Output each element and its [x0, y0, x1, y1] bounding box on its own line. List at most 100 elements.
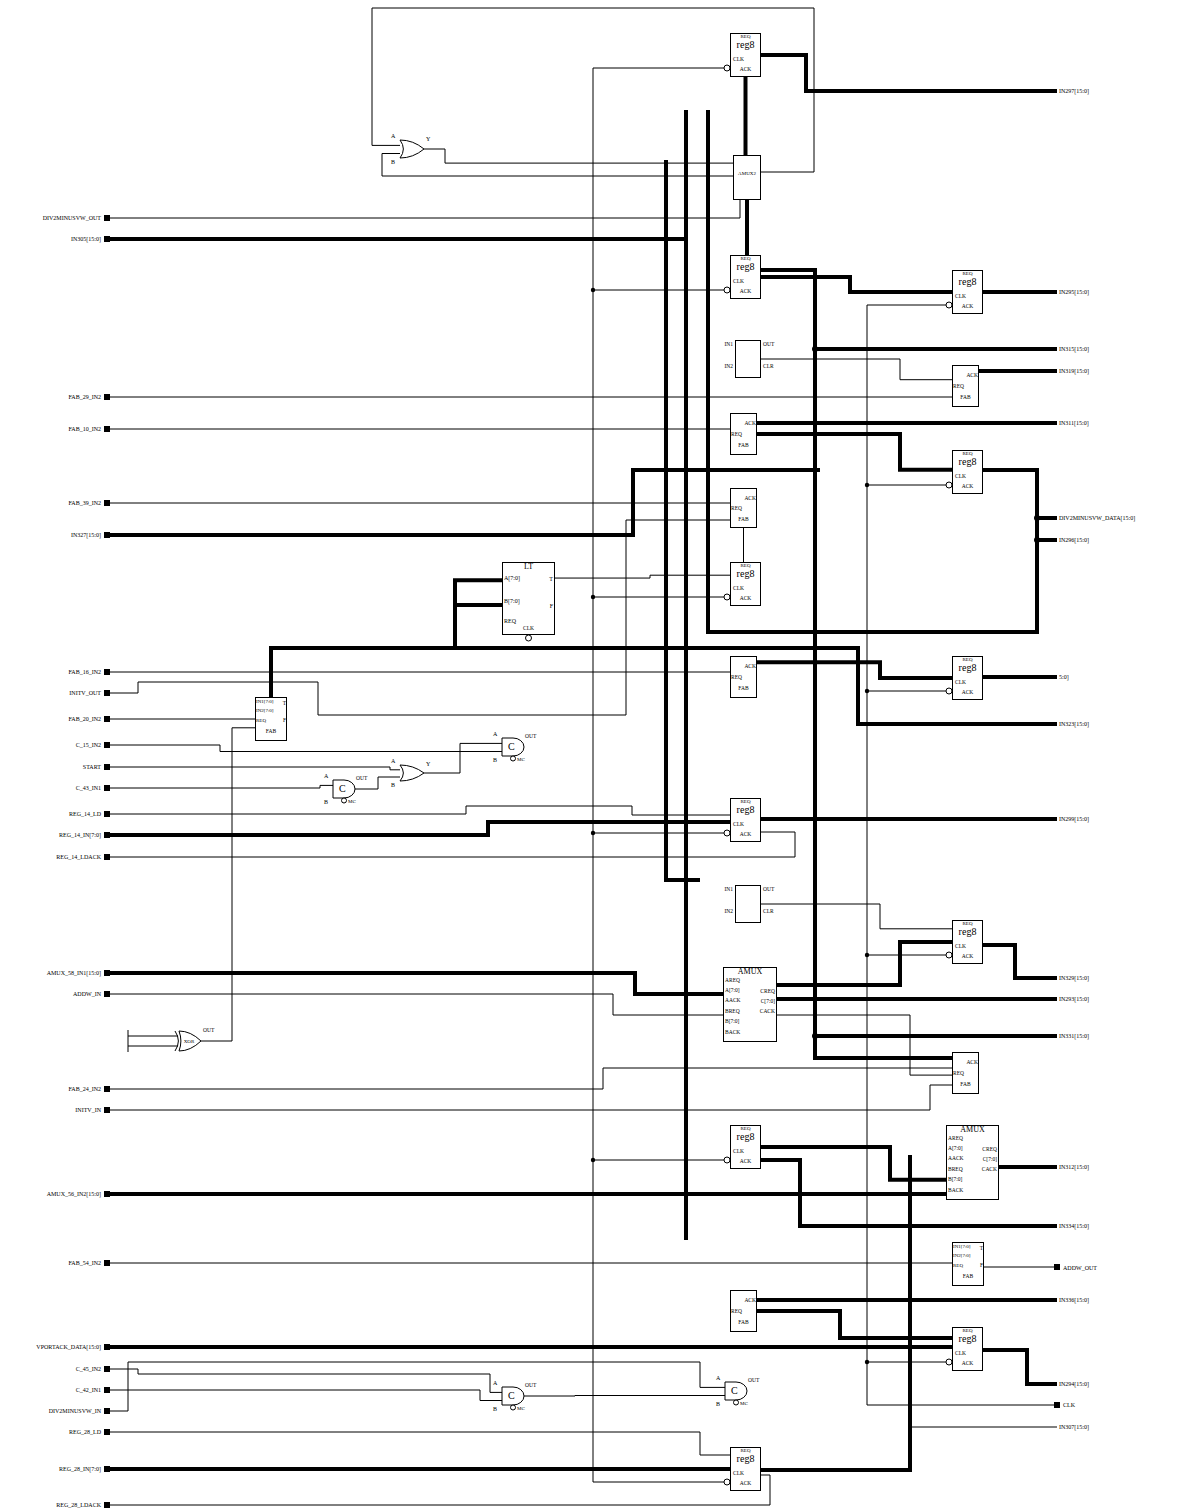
wire-connector: [201, 728, 255, 1041]
bus: [757, 421, 1057, 425]
block-outline: [953, 657, 983, 700]
pin-label: FAB: [738, 443, 748, 449]
wire: [984, 1267, 1054, 1268]
wire: [110, 745, 502, 752]
bus-connector: [757, 1311, 952, 1338]
pin-label: OUT: [203, 1028, 214, 1034]
component-label: IN1[7:0]: [953, 1244, 971, 1249]
bus: [666, 160, 700, 880]
pin-label: CLK: [955, 680, 966, 686]
block-outline: [947, 1126, 999, 1200]
junction-dot: [865, 483, 869, 487]
component-label: IN1[7:0]: [256, 699, 274, 704]
pin-label: CLK: [733, 279, 744, 285]
bus: [1037, 518, 1057, 540]
wire: [110, 1432, 730, 1455]
bus: [455, 603, 502, 607]
pin-label: REQ: [504, 618, 516, 624]
xor-gate: XOROUT: [175, 1031, 201, 1051]
port-name: C_43_IN1: [76, 785, 101, 791]
block-outline: [731, 414, 757, 455]
pin-label: B[7:0]: [504, 598, 520, 604]
pin-label: T: [283, 701, 286, 707]
clock-bubble: [946, 302, 952, 308]
pin-label: OUT: [356, 776, 367, 782]
wire: [110, 672, 730, 673]
register-block: REQreg8CLKACK: [730, 562, 761, 606]
block-outline: [731, 1291, 757, 1332]
bus-connector: [271, 580, 502, 697]
block-outline: [953, 451, 983, 494]
register-block: REQreg8CLKACK: [730, 33, 761, 77]
pin-label: FAB: [738, 517, 748, 523]
inversion-bubble: [734, 1400, 739, 1405]
port-name: IN319[15:0]: [1059, 368, 1089, 374]
fab-block: REQACKFAB: [730, 413, 757, 455]
port-name: IN297[15:0]: [1059, 88, 1089, 94]
component-label: REQ: [963, 1328, 973, 1333]
pin-label: ACK: [962, 690, 974, 696]
wire: [910, 1427, 1057, 1428]
block-outline: [731, 799, 761, 842]
bus: [110, 1345, 952, 1349]
pin-label: BACK: [725, 1030, 740, 1036]
component-label: IN1: [724, 887, 733, 893]
pin-label: REQ: [953, 1263, 963, 1268]
component-label: REQ: [731, 675, 742, 681]
port-name: C_42_IN1: [76, 1387, 101, 1393]
component-label: REQ: [741, 34, 751, 39]
fab-block: IN1[7:0]IN2[7:0]REQFABTF: [255, 697, 287, 741]
pin-label: Y: [426, 761, 430, 767]
port-name: AMUX_58_IN1[15:0]: [47, 970, 101, 976]
junction-dot: [591, 1158, 595, 1162]
bus: [110, 1192, 946, 1196]
wire: [110, 806, 730, 815]
port-name: START: [83, 764, 101, 770]
pin-label: T: [549, 576, 553, 582]
port-name: REG_14_IN[7:0]: [59, 832, 101, 838]
wire: [110, 1390, 502, 1401]
pin-label: B[7:0]: [948, 1177, 962, 1183]
component-label: REQ: [953, 384, 964, 390]
port-name: AMUX_56_IN2[15:0]: [47, 1191, 101, 1197]
register-block: REQreg8CLKACK: [952, 270, 983, 314]
pin-label: CLK: [523, 626, 534, 632]
pin-label: ACK: [740, 67, 752, 73]
bus: [983, 675, 1057, 679]
port-name: FAB_54_IN2: [68, 1260, 101, 1266]
component-label: XOR: [184, 1039, 195, 1044]
block-outline: [734, 156, 761, 200]
pin-label: BACK: [948, 1188, 963, 1194]
mux-block: AMUX2: [733, 155, 761, 200]
component-label: AMUX: [960, 1126, 984, 1134]
pin-label: A[7:0]: [725, 988, 740, 994]
wire: [372, 8, 814, 172]
block-outline: [731, 489, 757, 528]
symbol-outline: [733, 155, 761, 200]
port-name: DIV2MINUSVW_IN: [49, 1408, 101, 1414]
pin-label: B: [391, 782, 395, 788]
component-label: A: [391, 758, 395, 764]
port-name: ADDW_IN: [73, 991, 101, 997]
gate-body: [502, 738, 524, 756]
pin-label: OUT: [763, 887, 774, 893]
pin-label: MC: [517, 757, 525, 762]
pin-label: CLK: [733, 1471, 744, 1477]
clock-bubble: [946, 482, 952, 488]
bus: [761, 817, 1057, 821]
port-name: FAB_16_IN2: [68, 669, 101, 675]
gate-body: [502, 1387, 524, 1405]
junction-dot: [865, 953, 869, 957]
pin-label: CLR: [763, 364, 774, 370]
component-label: REQ: [741, 563, 751, 568]
pin-label: CLK: [955, 474, 966, 480]
bus-connector: [777, 942, 952, 985]
symbol-outline: [400, 765, 424, 781]
pin-label: CLK: [733, 1149, 744, 1155]
bus: [815, 1034, 1057, 1038]
pin-label: CLK: [955, 944, 966, 950]
symbol-outline: [735, 885, 761, 923]
wire: [128, 1030, 178, 1052]
component-label: REQ: [963, 657, 973, 662]
